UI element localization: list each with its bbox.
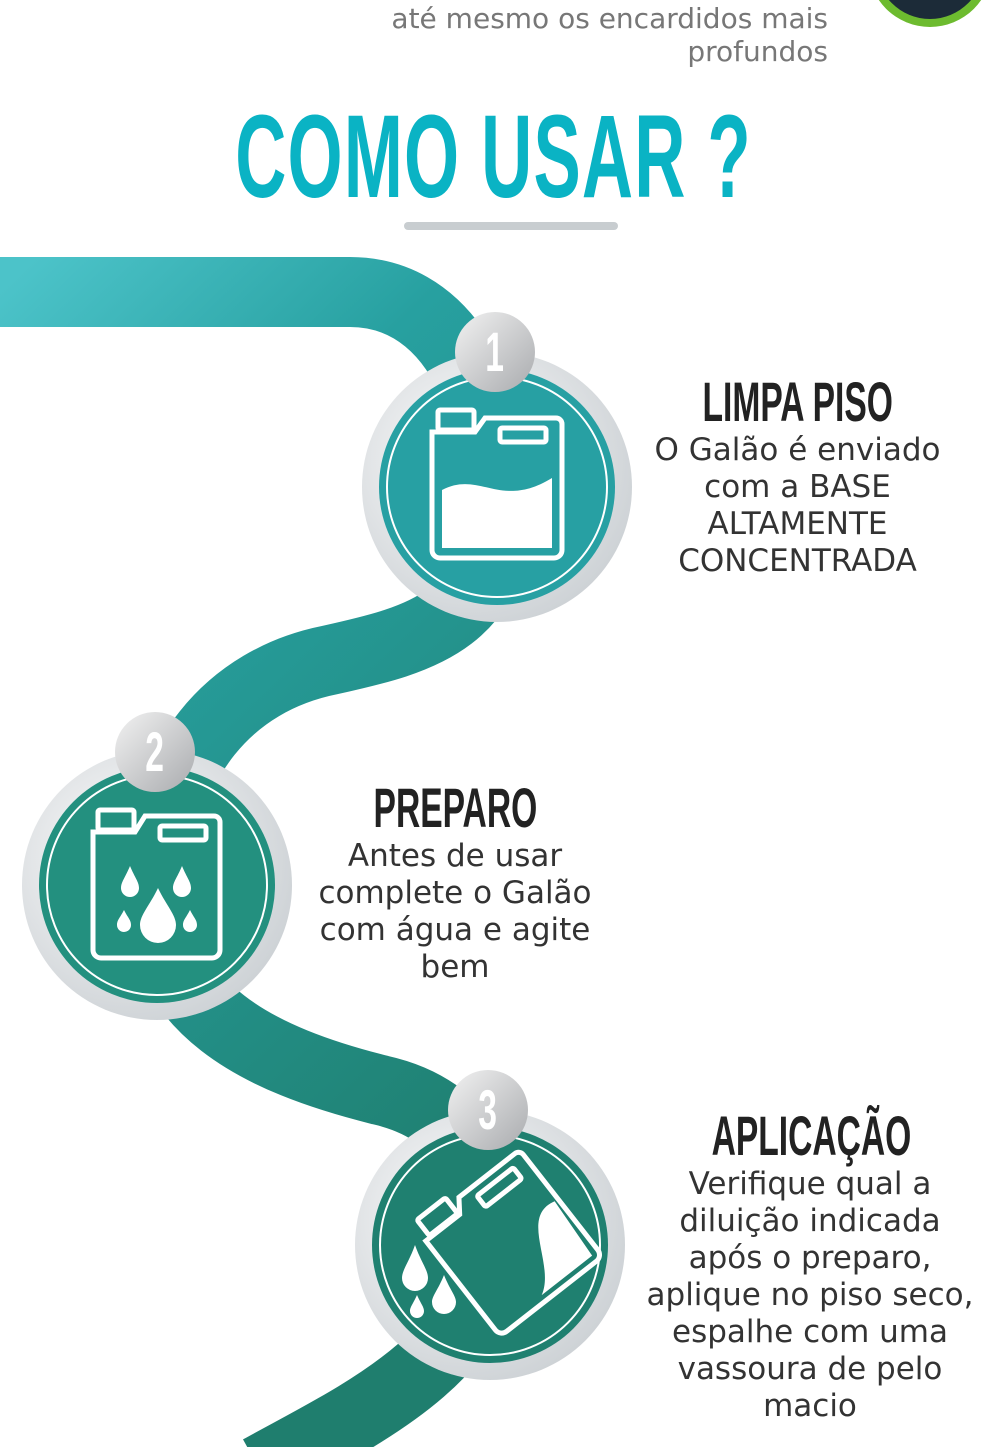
step-3-circle: [355, 1110, 625, 1380]
step-3-content: APLICAÇÃO Verifique qual a diluição indi…: [645, 1106, 975, 1425]
logo-badge: [878, 0, 982, 27]
step-2-number-badge: [115, 712, 195, 792]
jug-water-drops-icon: [90, 807, 223, 961]
jug-pouring-icon: [415, 1149, 602, 1336]
step-2-content: PREPARO Antes de usar complete o Galão c…: [295, 778, 615, 986]
jug-half-full-icon: [429, 407, 565, 561]
step-1-number: 1: [485, 320, 505, 383]
intro-text: até mesmo os encardidos mais profundos: [391, 2, 828, 68]
step-1-content: LIMPA PISO O Galão é enviado com a BASE …: [635, 372, 960, 580]
step-2-circle: [22, 750, 292, 1020]
page-title: COMO USAR ?: [0, 92, 988, 222]
title-underline: [404, 222, 618, 230]
step-3-title: APLICAÇÃO: [711, 1104, 912, 1167]
step-3-text: Verifique qual a diluição indicada após …: [646, 1166, 974, 1424]
step-1-number-badge: [455, 312, 535, 392]
step-2-text: Antes de usar complete o Galão com água …: [318, 838, 592, 985]
step-1-title: LIMPA PISO: [702, 370, 893, 433]
step-1-text: O Galão é enviado com a BASE ALTAMENTE C…: [654, 432, 941, 579]
step-3-number: 3: [478, 1078, 498, 1141]
page-title-text: COMO USAR ?: [235, 91, 753, 223]
step-2-title: PREPARO: [373, 776, 537, 839]
step-3-number-badge: [448, 1070, 528, 1150]
step-1-circle: [362, 352, 632, 622]
step-2-number: 2: [145, 720, 165, 783]
